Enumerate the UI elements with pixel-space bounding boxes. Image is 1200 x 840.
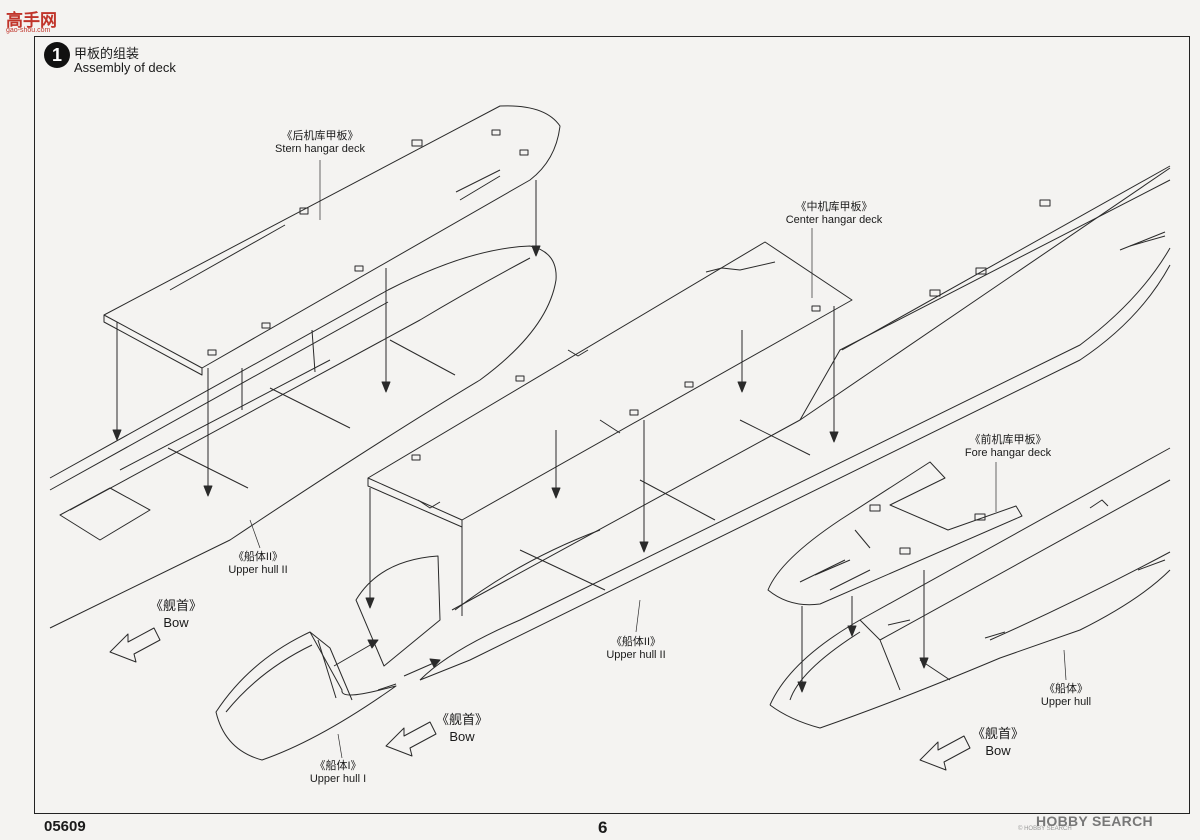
site-logo: 高手网: [6, 11, 57, 30]
label-bow-2-cn: 《舰首》: [435, 712, 489, 727]
label-bow-3-cn: 《舰首》: [971, 726, 1025, 741]
label-upper-hull-2b-cn: 《船体II》: [610, 636, 662, 648]
step-title-cn: 甲板的组装: [74, 46, 140, 61]
label-bow-1-en: Bow: [163, 615, 189, 630]
label-stern-hangar-deck-en: Stern hangar deck: [275, 143, 365, 155]
guide-arrows: [112, 180, 929, 693]
page-number: 6: [598, 818, 608, 837]
center-hangar-deck: [367, 241, 853, 528]
watermark: HOBBY SEARCH: [1036, 813, 1153, 829]
step-number-badge: 1: [44, 42, 70, 68]
label-upper-hull-2-en: Upper hull II: [228, 564, 288, 576]
site-logo-url: gao-shou.com: [6, 27, 51, 34]
upper-hull-2-left: [49, 245, 557, 629]
upper-hull-2-right: [419, 165, 1171, 681]
stern-hangar-deck: [103, 105, 561, 376]
label-upper-hull-en: Upper hull: [1040, 696, 1092, 708]
step-title-en: Assembly of deck: [74, 60, 176, 75]
label-bow-1-cn: 《舰首》: [149, 598, 203, 613]
leader-lines: [249, 160, 1067, 759]
bow-direction-arrows: [109, 627, 971, 771]
page-frame: [34, 36, 1190, 814]
label-upper-hull-1-en: Upper hull I: [309, 773, 367, 785]
label-upper-hull-2-cn: 《船体II》: [232, 551, 284, 563]
product-code: 05609: [44, 818, 86, 835]
label-stern-hangar-deck-cn: 《后机库甲板》: [281, 130, 359, 142]
fore-hangar-deck: [767, 461, 1023, 606]
label-center-hangar-deck-en: Center hangar deck: [785, 214, 883, 226]
label-fore-hangar-deck-cn: 《前机库甲板》: [969, 434, 1047, 446]
label-upper-hull-cn: 《船体》: [1044, 683, 1088, 695]
label-bow-2-en: Bow: [449, 729, 475, 744]
label-fore-hangar-deck-en: Fore hangar deck: [964, 447, 1052, 459]
label-bow-3-en: Bow: [985, 743, 1011, 758]
label-center-hangar-deck-cn: 《中机库甲板》: [795, 201, 873, 213]
upper-hull-1: [215, 555, 441, 761]
upper-hull-bottom: [769, 447, 1171, 729]
watermark-note: © HOBBY SEARCH: [1018, 826, 1072, 832]
label-upper-hull-2b-en: Upper hull II: [606, 649, 666, 661]
label-upper-hull-1-cn: 《船体I》: [314, 760, 362, 772]
